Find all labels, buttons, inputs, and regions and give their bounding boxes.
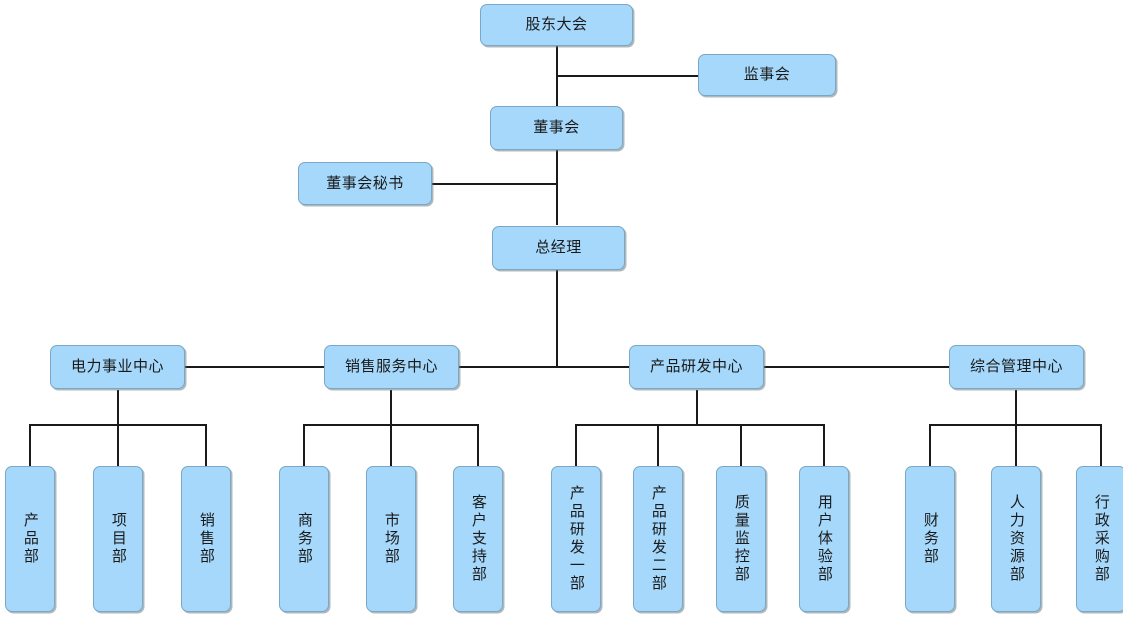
node-finance-dept[interactable]: 财务部 xyxy=(905,466,955,612)
node-user-experience-dept[interactable]: 用户体验部 xyxy=(799,466,849,612)
node-business-dept[interactable]: 商务部 xyxy=(279,466,329,612)
node-quality-control-dept[interactable]: 质量监控部 xyxy=(716,466,766,612)
node-admin-procurement-dept[interactable]: 行政采购部 xyxy=(1076,466,1123,612)
node-product-rd-1-dept[interactable]: 产品研发一部 xyxy=(551,466,601,612)
connector-center4-drop xyxy=(1015,390,1017,425)
connector-center2-child2 xyxy=(390,424,392,466)
connector-center3-child1 xyxy=(575,424,577,466)
node-marketing-dept[interactable]: 市场部 xyxy=(366,466,416,612)
node-board-secretary[interactable]: 董事会秘书 xyxy=(298,162,432,205)
connector-center1-child1 xyxy=(29,424,31,466)
connector-center1-child2 xyxy=(117,424,119,466)
node-shareholders-meeting[interactable]: 股东大会 xyxy=(480,4,633,46)
node-general-management-center[interactable]: 综合管理中心 xyxy=(949,345,1084,389)
connector-gm-to-centers-bus xyxy=(556,270,558,367)
node-product-rd-center[interactable]: 产品研发中心 xyxy=(629,345,764,389)
connector-center4-child2 xyxy=(1015,424,1017,466)
connector-centers-bus xyxy=(182,366,950,368)
node-general-manager[interactable]: 总经理 xyxy=(492,226,625,270)
node-power-business-center[interactable]: 电力事业中心 xyxy=(50,345,185,389)
connector-center2-child1 xyxy=(303,424,305,466)
node-sales-service-center[interactable]: 销售服务中心 xyxy=(324,345,459,389)
connector-center3-bar xyxy=(575,424,823,426)
connector-center1-drop xyxy=(117,390,119,425)
node-product-rd-2-dept[interactable]: 产品研发二部 xyxy=(633,466,683,612)
node-product-dept[interactable]: 产品部 xyxy=(5,466,55,612)
connector-board-to-supervisory xyxy=(556,75,698,77)
node-sales-dept[interactable]: 销售部 xyxy=(181,466,231,612)
connector-center4-child1 xyxy=(929,424,931,466)
connector-center1-child3 xyxy=(205,424,207,466)
connector-center3-child2 xyxy=(657,424,659,466)
node-hr-dept[interactable]: 人力资源部 xyxy=(991,466,1041,612)
connector-center2-child3 xyxy=(477,424,479,466)
connector-board-to-gm xyxy=(556,150,558,225)
connector-center2-drop xyxy=(390,390,392,425)
node-project-dept[interactable]: 项目部 xyxy=(93,466,143,612)
connector-center4-child3 xyxy=(1100,424,1102,466)
connector-gm-trunk-to-secretary xyxy=(432,183,558,185)
node-supervisory-board[interactable]: 监事会 xyxy=(698,54,836,96)
node-customer-support-dept[interactable]: 客户支持部 xyxy=(453,466,503,612)
connector-center3-child4 xyxy=(823,424,825,466)
node-board-of-directors[interactable]: 董事会 xyxy=(490,106,623,150)
connector-center3-drop xyxy=(696,390,698,425)
connector-center3-child3 xyxy=(740,424,742,466)
